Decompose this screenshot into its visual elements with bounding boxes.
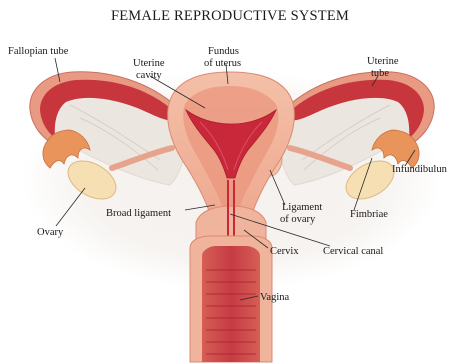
label-ovary: Ovary	[37, 227, 64, 238]
label-vagina: Vagina	[260, 292, 289, 303]
diagram-title: FEMALE REPRODUCTIVE SYSTEM	[111, 8, 349, 24]
label-uterine-tube-line1: Uterine	[367, 56, 399, 67]
label-uterine-cavity-line2: cavity	[136, 70, 162, 81]
label-uterine-cavity-line1: Uterine	[133, 58, 165, 69]
label-infundibulum: Infundibulun	[392, 164, 448, 175]
label-fimbriae: Fimbriae	[350, 209, 388, 220]
label-cervical-canal: Cervical canal	[323, 246, 383, 257]
label-ligament-of-ovary-line2: of ovary	[280, 214, 316, 225]
label-cervix: Cervix	[270, 246, 299, 257]
label-ligament-of-ovary-line1: Ligament	[282, 202, 322, 213]
label-fundus-line2: of uterus	[204, 58, 241, 69]
label-fundus-line1: Fundus	[208, 46, 239, 57]
label-fallopian-tube: Fallopian tube	[8, 46, 69, 57]
label-broad-ligament: Broad ligament	[106, 208, 171, 219]
label-uterine-tube-line2: tube	[371, 68, 389, 79]
